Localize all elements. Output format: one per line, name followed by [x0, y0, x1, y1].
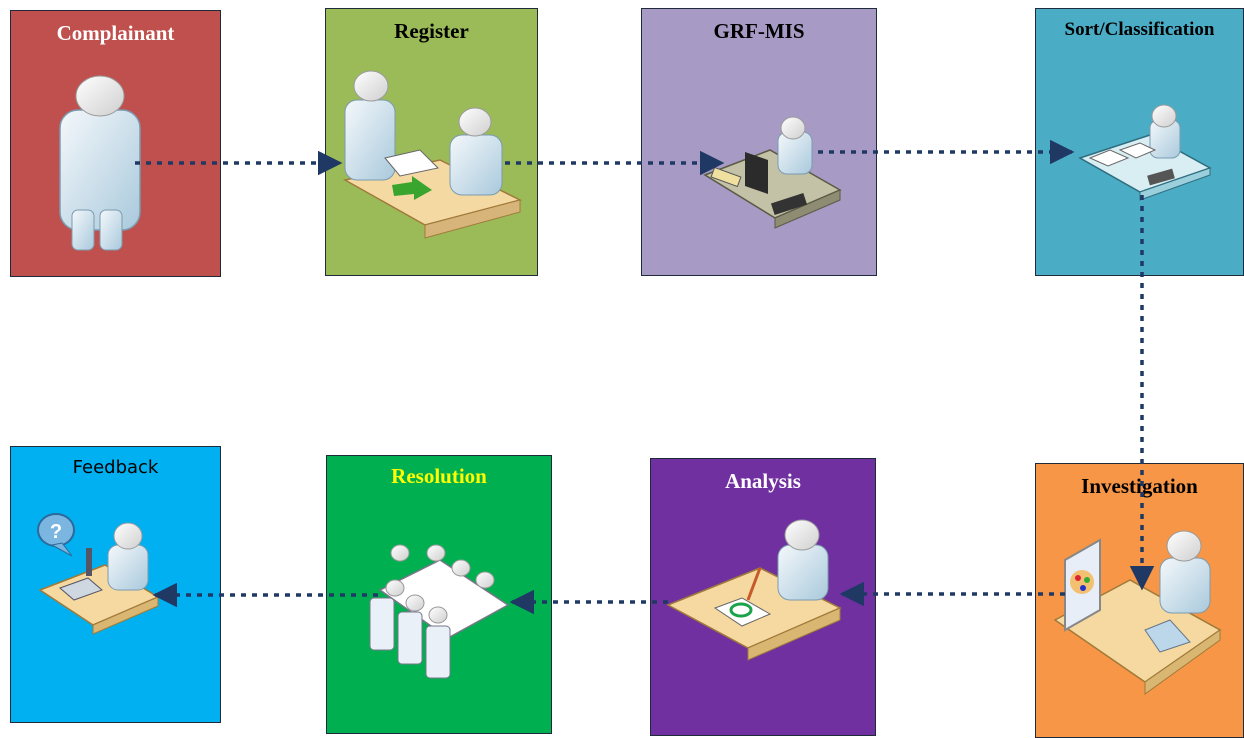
computer-workstation-icon — [703, 116, 842, 229]
stage-resolution-label: Resolution — [391, 464, 487, 488]
writing-desk-icon — [666, 519, 842, 661]
stage-analysis-label: Analysis — [725, 469, 801, 493]
stage-feedback-label: Feedback — [72, 457, 159, 478]
stage-grf-mis-label: GRF-MIS — [713, 19, 805, 43]
svg-text:?: ? — [50, 521, 62, 543]
person-icon — [59, 75, 141, 251]
stage-grf-mis: GRF-MIS — [641, 8, 877, 276]
stage-register-label: Register — [394, 19, 469, 43]
register-desk-icon — [342, 70, 523, 239]
stage-sort-label: Sort/Classification — [1064, 19, 1215, 40]
monitor-desk-icon — [1053, 530, 1222, 695]
meeting-table-icon — [369, 544, 510, 679]
stage-complainant-label: Complainant — [56, 21, 175, 45]
stage-investigation-label: Investigation — [1081, 474, 1198, 498]
sorting-desk-icon — [1078, 104, 1212, 201]
phone-question-icon: ? — [37, 513, 160, 635]
